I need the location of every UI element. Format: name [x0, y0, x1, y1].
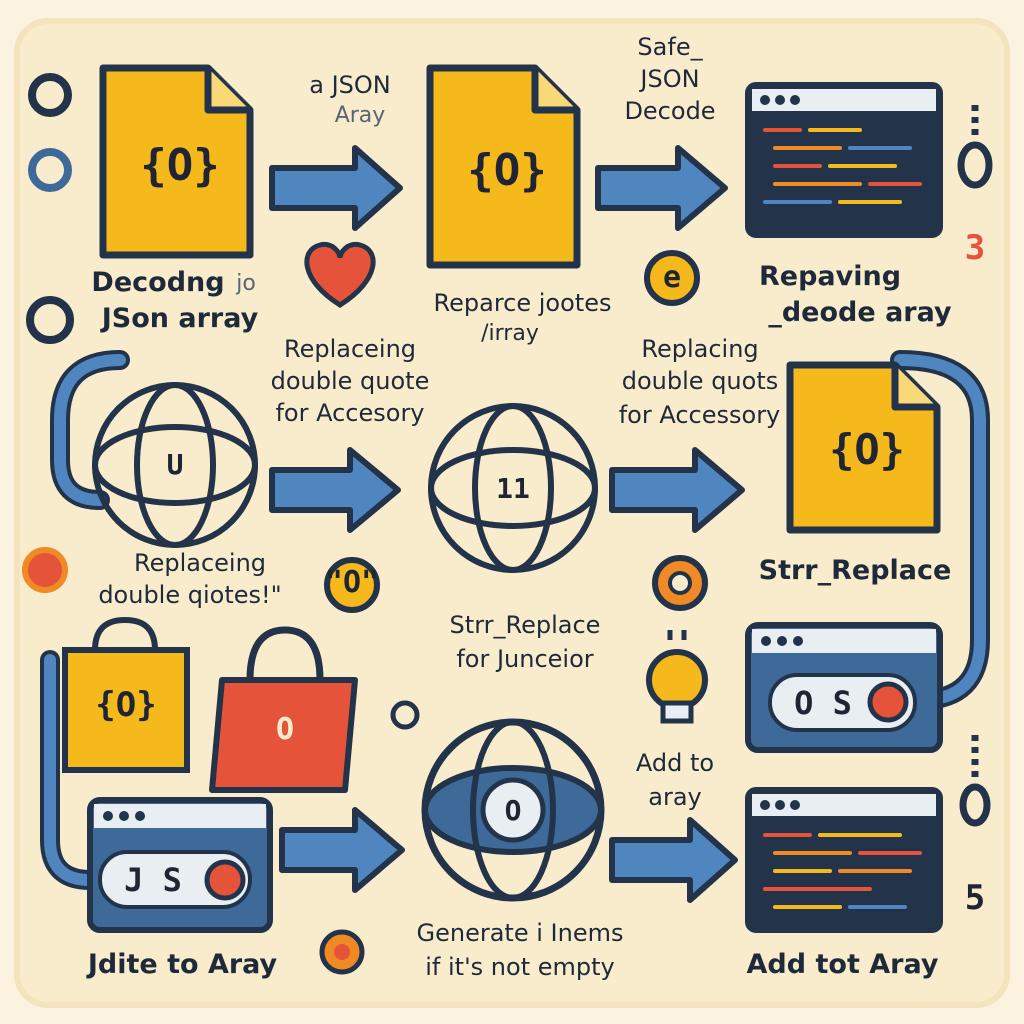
- label-aray-2: aray: [648, 783, 702, 811]
- quote-glyph: "O": [324, 565, 380, 600]
- label-double-quote: double quote: [270, 367, 430, 395]
- arrow-icon: [279, 807, 405, 893]
- globe-icon: [421, 718, 605, 902]
- label-a-json: a JSON: [309, 71, 391, 99]
- label-add-tot-aray: Add tot Aray: [746, 949, 939, 980]
- label-double-quots: double quots: [621, 367, 779, 395]
- label-for-accesory: for Accesory: [275, 399, 425, 427]
- globe-glyph: 11: [496, 472, 530, 505]
- coin-icon: [644, 250, 700, 306]
- window-glyph: J S: [124, 861, 182, 899]
- label-for-junceior: for Junceior: [456, 645, 594, 673]
- shopping-bag-icon: [62, 616, 190, 773]
- file-icon: [99, 64, 254, 259]
- window-icon: [745, 622, 943, 753]
- file-glyph: {O}: [467, 145, 547, 196]
- file-icon: [426, 64, 581, 269]
- file-glyph: {O}: [829, 425, 905, 474]
- arrow-icon: [269, 145, 403, 231]
- label-str-replace-mid: Strr_Replace: [449, 611, 601, 639]
- label-replaceing: Replaceing: [283, 335, 417, 363]
- quote-coin-icon: [324, 557, 380, 613]
- label-irray: /irray: [481, 321, 539, 346]
- label-reparce: Reparce jootes: [433, 289, 612, 317]
- side-dot-orange: [22, 547, 68, 593]
- window-icon: [87, 797, 273, 933]
- arrow-icon: [595, 145, 728, 231]
- file-glyph: {O}: [140, 140, 220, 191]
- ring-hole: [668, 571, 692, 595]
- label-add-to: Add to: [635, 749, 715, 777]
- bag-glyph: {O}: [95, 685, 157, 725]
- connector-pipe-icon: [40, 350, 990, 890]
- arrow-icon: [609, 817, 738, 903]
- label-json-array: JSon array: [101, 303, 259, 334]
- small-ring-icon: [390, 700, 420, 730]
- label-for-accessory: for Accessory: [618, 401, 781, 429]
- side-ring-icons: [26, 73, 74, 344]
- arrow-icon: [269, 447, 401, 533]
- coin-glyph: e: [662, 260, 682, 295]
- file-icon: [786, 361, 941, 534]
- label-replacing: Replacing: [641, 335, 759, 363]
- shopping-bag-icon: [209, 626, 358, 793]
- globe-glyph: O: [504, 794, 522, 827]
- side-marker-icons: [957, 105, 993, 827]
- globe-glyph: U: [166, 448, 184, 481]
- side-number-3: 3: [964, 228, 986, 268]
- bottom-ring-core: [334, 944, 350, 960]
- globe-icon: [92, 382, 258, 548]
- label-not-empty: if it's not empty: [425, 953, 615, 981]
- label-replaceing-2: Replaceing: [133, 549, 267, 577]
- label-str-replace-right: Strr_Replace: [758, 555, 952, 586]
- label-aray: Aray: [334, 103, 386, 128]
- arrow-icon: [609, 447, 745, 533]
- label-decoding-faint: jo: [236, 271, 256, 296]
- heart-icon: [304, 241, 376, 308]
- side-number-5: 5: [964, 878, 986, 918]
- label-safe: Safe_: [637, 33, 703, 61]
- label-repaving: Repaving: [758, 261, 902, 292]
- label-json: JSON: [640, 65, 700, 93]
- code-window-icon: [745, 82, 943, 238]
- lightbulb-icon: [646, 630, 708, 724]
- label-generate: Generate i Inems: [416, 919, 624, 947]
- bag-glyph: O: [275, 712, 295, 747]
- label-double-qiotes: double qiotes!": [98, 581, 282, 609]
- label-decode: Decode: [624, 97, 716, 125]
- label-decoding: Decodng: [91, 267, 225, 298]
- window-glyph: O S: [794, 684, 852, 722]
- globe-icon: [428, 403, 598, 573]
- label-deode-aray: _deode aray: [768, 297, 952, 328]
- code-window-icon: [745, 787, 943, 933]
- label-jdite: Jdite to Aray: [87, 949, 278, 980]
